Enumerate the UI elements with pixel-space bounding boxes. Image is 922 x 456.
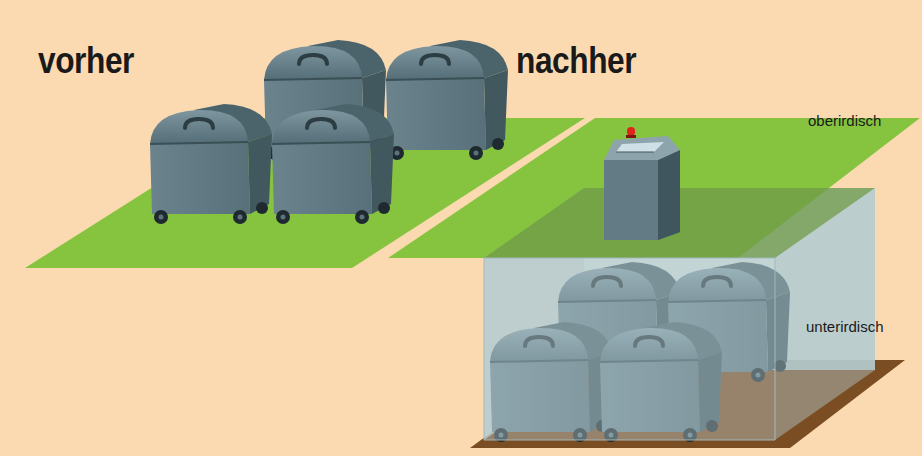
waste-bin [386,40,508,160]
level-label: unterirdisch [806,318,884,335]
waste-bin [272,104,394,224]
panel-heading: nachher [516,40,636,82]
pit-wall [775,188,875,440]
waste-bin [150,104,272,224]
pit-wall [484,258,775,440]
panel-heading: vorher [38,40,134,82]
level-label: oberirdisch [808,112,881,129]
pit-edge [484,258,775,440]
input-terminal [604,127,680,240]
